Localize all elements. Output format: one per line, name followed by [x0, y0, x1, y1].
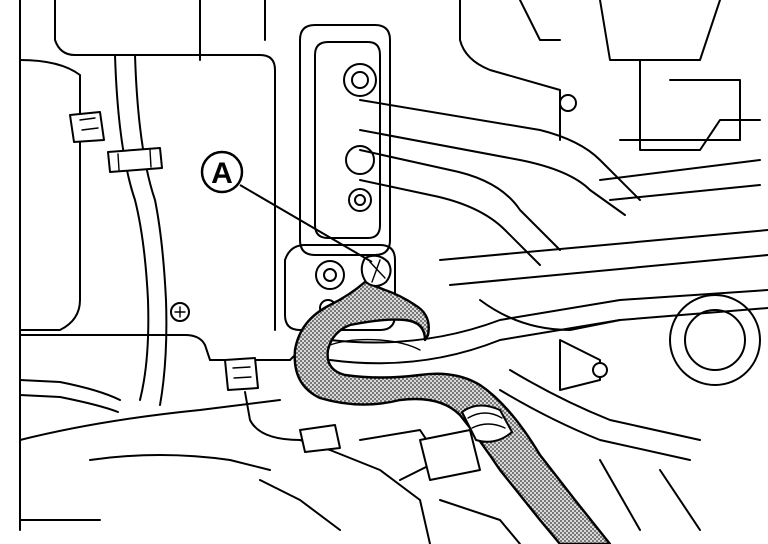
heater-pipe-upper — [359, 99, 641, 266]
lower-connectors — [89, 357, 521, 544]
hose-clamp-lower — [461, 404, 513, 443]
body-panel — [19, 0, 301, 531]
hose-clamp-icon — [360, 254, 392, 287]
pipe-flange-upper — [299, 24, 391, 256]
bolt-icon — [170, 302, 190, 322]
callout-label: A — [211, 157, 233, 190]
engine-components — [439, 0, 768, 531]
cross-tube — [329, 289, 768, 365]
wiring-harness — [19, 54, 168, 413]
callout-a: A — [200, 150, 373, 263]
callout-circle — [200, 150, 244, 194]
callout-leader-line — [239, 184, 373, 263]
heater-hose — [293, 280, 612, 544]
